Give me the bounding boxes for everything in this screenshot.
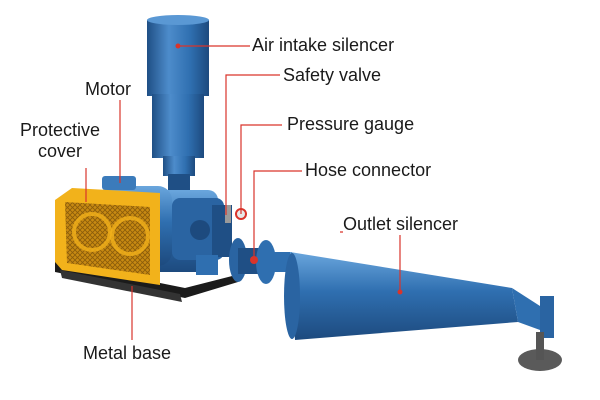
label-air-intake-silencer: Air intake silencer bbox=[252, 35, 395, 56]
label-safety-valve: Safety valve bbox=[283, 65, 382, 86]
valve-and-gauge-shape bbox=[225, 205, 247, 223]
label-motor: Motor bbox=[85, 79, 132, 100]
label-metal-base: Metal base bbox=[83, 343, 172, 364]
metal-base-shape bbox=[55, 262, 240, 302]
hose-connector-shape bbox=[229, 238, 276, 284]
air-intake-silencer-shape bbox=[147, 15, 209, 194]
leader-lines bbox=[85, 45, 401, 340]
dot-air-intake bbox=[175, 43, 181, 49]
leader-safety-valve bbox=[225, 74, 280, 215]
dot-outlet-silencer bbox=[397, 289, 403, 295]
label-hose-connector: Hose connector bbox=[305, 160, 432, 181]
label-protective-cover: Protective cover bbox=[10, 120, 110, 162]
label-pressure-gauge: Pressure gauge bbox=[287, 114, 415, 135]
leader-hose-connector bbox=[253, 170, 302, 260]
leader-pressure-gauge bbox=[240, 124, 282, 214]
label-outlet-silencer: Outlet silencer bbox=[343, 214, 459, 235]
protective-cover-shape bbox=[55, 188, 160, 285]
outlet-silencer-shape bbox=[272, 252, 562, 371]
